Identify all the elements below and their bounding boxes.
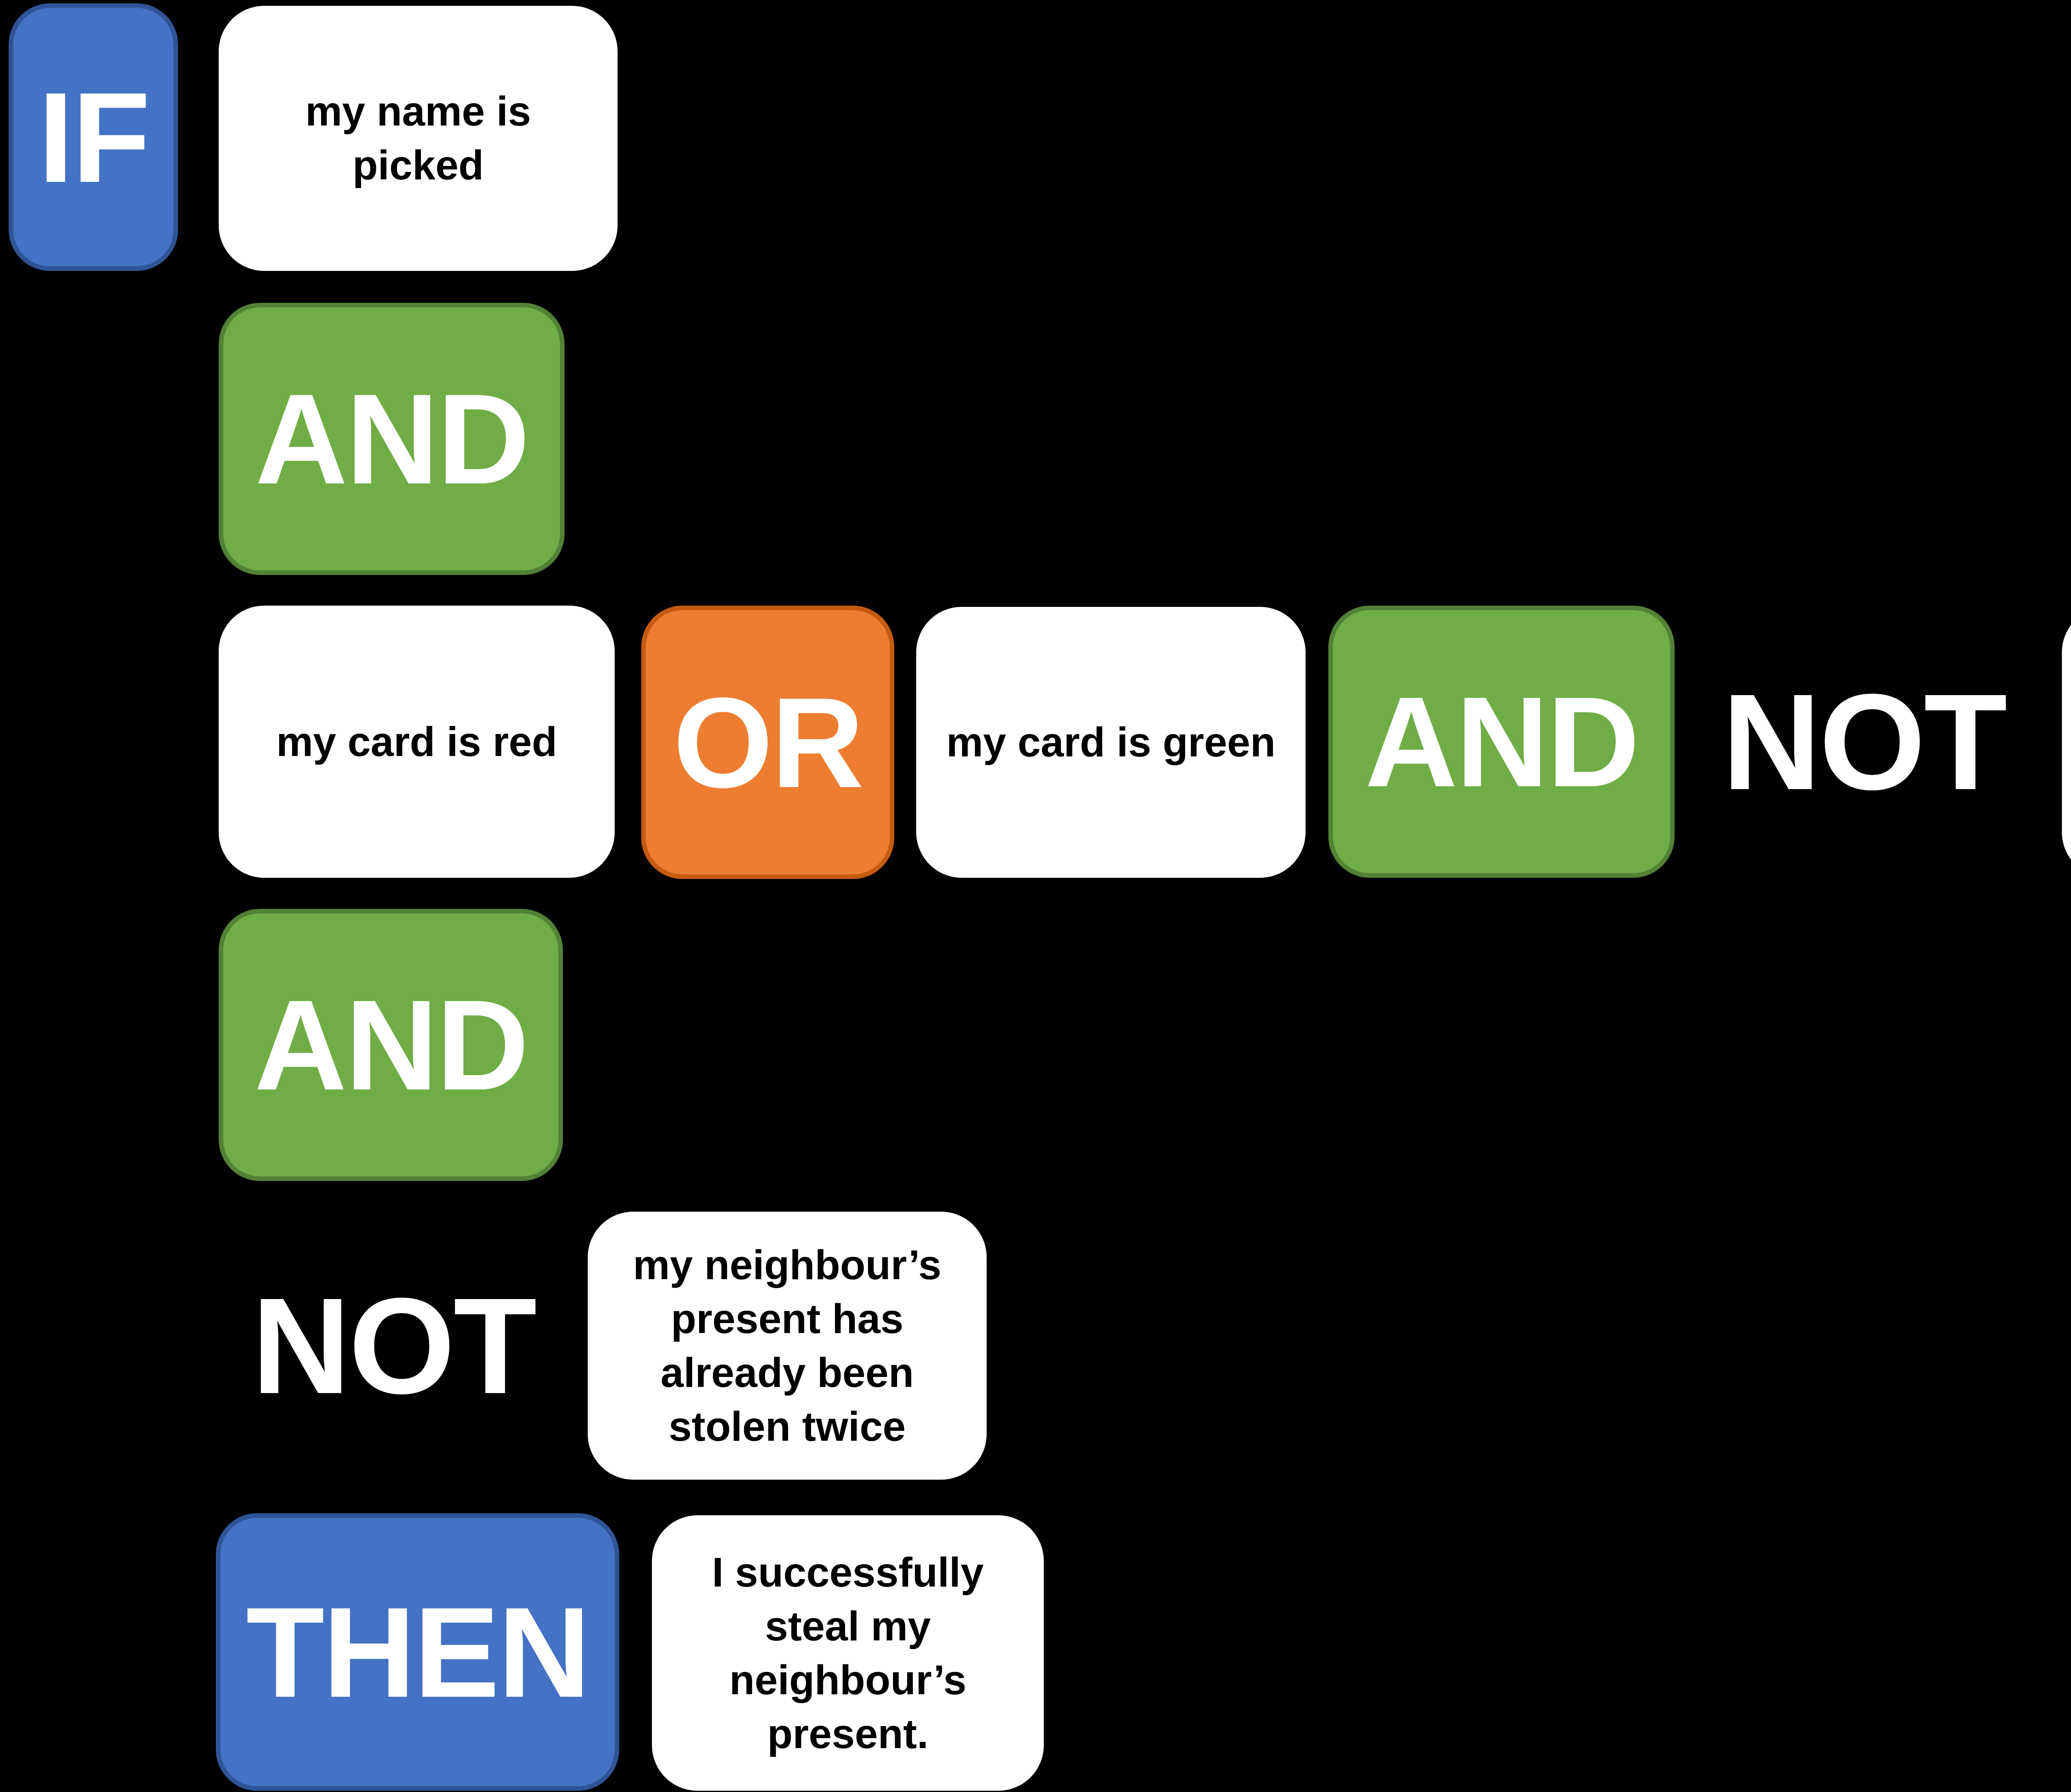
not-operator-text-2: NOT (215, 1212, 572, 1480)
if-operator-label: IF (38, 65, 150, 209)
and-operator-block-3: AND (219, 909, 563, 1181)
condition-steal-neighbour-present-label: I successfully steal my neighbour’s pres… (712, 1549, 984, 1757)
condition-my-card-is-green-label: my card is green (946, 719, 1276, 766)
then-operator-block: THEN (216, 1513, 619, 1791)
condition-present-on-table: there’s a present on the table (2062, 607, 2071, 878)
if-operator-block: IF (9, 3, 178, 271)
condition-my-name-is-picked-label: my name is picked (305, 88, 531, 188)
and-operator-block-2: AND (1328, 606, 1675, 878)
and-operator-label-3: AND (254, 973, 529, 1117)
or-operator-block: OR (641, 606, 894, 879)
not-operator-label-2: NOT (251, 1269, 537, 1422)
then-operator-label: THEN (246, 1580, 591, 1724)
condition-steal-neighbour-present: I successfully steal my neighbour’s pres… (652, 1515, 1044, 1791)
not-operator-label-1: NOT (1722, 665, 2008, 818)
condition-neighbour-present-stolen-twice: my neighbour’s present has already been … (588, 1212, 987, 1480)
and-operator-label-2: AND (1365, 670, 1640, 814)
condition-my-card-is-green: my card is green (916, 607, 1306, 878)
and-operator-block-1: AND (219, 303, 565, 575)
and-operator-label-1: AND (255, 367, 530, 511)
condition-my-card-is-red: my card is red (219, 606, 615, 878)
condition-my-card-is-red-label: my card is red (276, 718, 558, 765)
condition-my-name-is-picked: my name is picked (219, 6, 618, 271)
not-operator-text-1: NOT (1707, 606, 2021, 878)
or-operator-label: OR (673, 670, 864, 814)
condition-neighbour-present-stolen-twice-label: my neighbour’s present has already been … (633, 1241, 941, 1450)
